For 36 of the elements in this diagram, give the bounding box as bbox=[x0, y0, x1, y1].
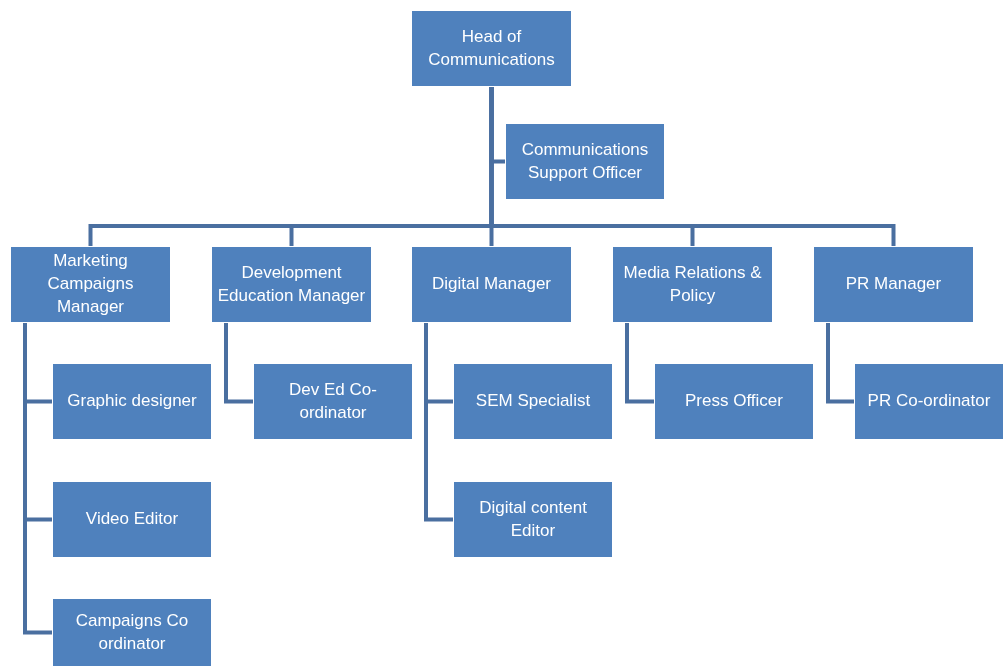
role-box bbox=[411, 10, 572, 87]
role-box bbox=[453, 481, 613, 558]
role-title: Marketing Campaigns Manager bbox=[46, 250, 135, 318]
role-box bbox=[52, 598, 212, 667]
role-title: Head of Communications bbox=[427, 25, 556, 71]
role-box bbox=[654, 363, 814, 440]
role-title: Digital content Editor bbox=[478, 496, 588, 542]
role-box bbox=[813, 246, 974, 323]
role-title: PR Co-ordinator bbox=[867, 390, 991, 413]
role-box bbox=[505, 123, 665, 200]
role-title: Digital Manager bbox=[431, 273, 552, 296]
role-title: Video Editor bbox=[85, 508, 179, 531]
role-title: PR Manager bbox=[845, 273, 942, 296]
role-box bbox=[612, 246, 773, 323]
role-title: Press Officer bbox=[685, 390, 783, 413]
connector-line bbox=[224, 323, 253, 404]
role-title: Graphic designer bbox=[67, 390, 197, 413]
connector-line bbox=[23, 323, 52, 635]
connector-line bbox=[424, 323, 453, 522]
role-box bbox=[453, 363, 613, 440]
connector-line bbox=[625, 323, 654, 404]
role-title: Dev Ed Co-ordinator bbox=[288, 378, 378, 424]
role-title: Development Education Manager bbox=[216, 261, 367, 307]
role-box bbox=[52, 363, 212, 440]
role-box bbox=[411, 246, 572, 323]
role-box bbox=[10, 246, 171, 323]
role-box bbox=[211, 246, 372, 323]
role-box bbox=[854, 363, 1004, 440]
connector-line bbox=[489, 87, 896, 246]
role-title: Campaigns Co ordinator bbox=[74, 609, 190, 655]
role-title: Communications Support Officer bbox=[520, 138, 650, 184]
role-title: Media Relations & Policy bbox=[622, 261, 763, 307]
connector-line bbox=[826, 323, 854, 404]
role-box bbox=[253, 363, 413, 440]
role-box bbox=[52, 481, 212, 558]
role-title: SEM Specialist bbox=[475, 390, 591, 413]
